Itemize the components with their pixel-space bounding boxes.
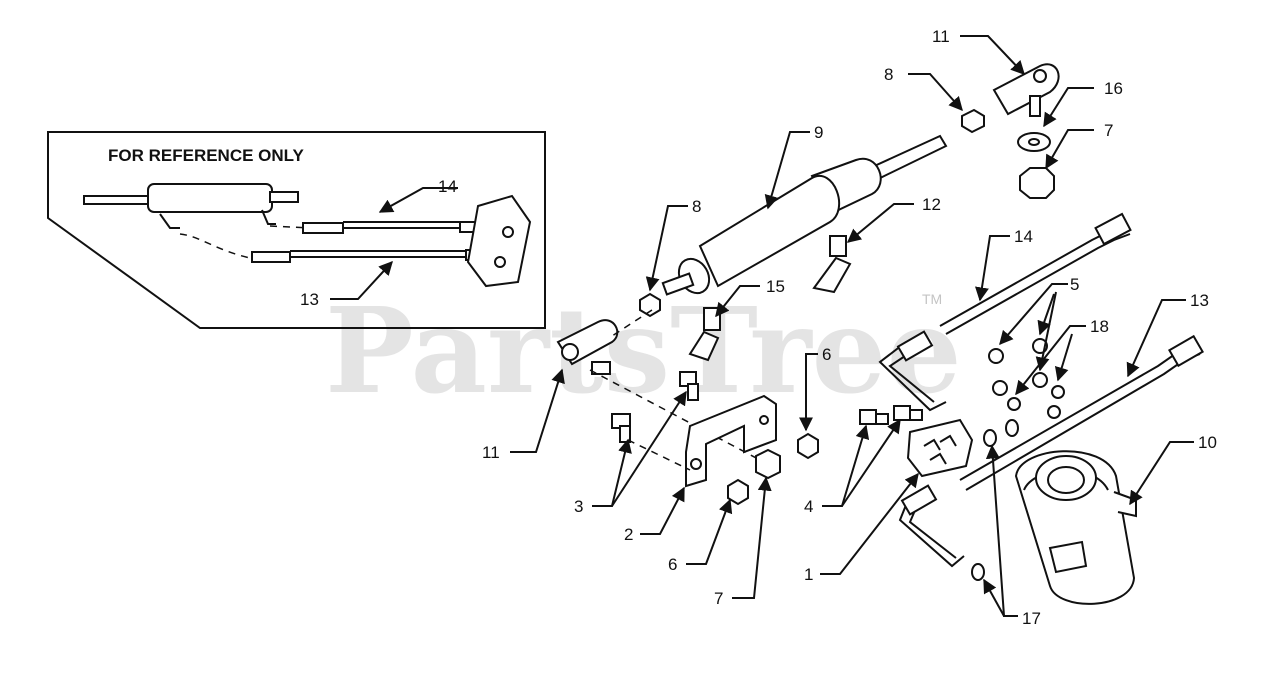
steering-valve [1014,450,1137,605]
callout-8-left: 8 [692,197,701,216]
nut-8-left [639,292,661,318]
callout-15: 15 [766,277,785,296]
fitting-5d [1032,372,1048,388]
callout-9: 9 [814,123,823,142]
inset-cylinder-end [269,191,299,203]
nut-6-right [797,432,819,460]
nut-7-upper [1019,167,1055,199]
callout-7-upper: 7 [1104,121,1113,140]
fitting-5c [992,380,1008,396]
inset-cylinder [147,183,273,213]
inset-cylinder-rod [83,195,155,205]
callout-11-left: 11 [482,443,500,462]
callout-11-upper: 11 [932,27,950,46]
callout-5: 5 [1070,275,1079,294]
nut-upper [961,108,985,134]
washer-18a [1007,397,1021,411]
reference-inset: FOR REFERENCE ONLY 14 13 [47,131,546,329]
callout-16: 16 [1104,79,1123,98]
nut-7-lower [755,448,781,480]
bracket [685,394,777,488]
inset-title: FOR REFERENCE ONLY [108,146,305,165]
hose-13 [898,334,1204,568]
inset-label-13: 13 [300,290,319,309]
nut-6-lower [727,478,749,506]
fitting-5a [988,348,1004,364]
hose-14 [878,212,1132,412]
mounting-plate [906,418,974,478]
callout-3: 3 [574,497,583,516]
callout-8-upper: 8 [884,65,893,84]
rod-end-upper [992,63,1060,116]
callout-6-lower: 6 [668,555,677,574]
inset-fitting-upper [302,222,344,234]
callout-13: 13 [1190,291,1209,310]
callout-10: 10 [1198,433,1217,452]
inset-fitting-lower [251,251,291,263]
callout-14: 14 [1014,227,1033,246]
callout-1: 1 [804,565,813,584]
fitting-15 [703,307,721,331]
washer-18b [1051,385,1065,399]
o-ring-17a [983,429,997,447]
inset-valve [466,194,532,288]
callout-18: 18 [1090,317,1109,336]
callout-7-lower: 7 [714,589,723,608]
fitting-12 [829,235,847,257]
watermark-trademark: TM [922,291,942,307]
callout-2: 2 [624,525,633,544]
callout-6-right: 6 [822,345,831,364]
callout-4: 4 [804,497,813,516]
callout-17: 17 [1022,609,1041,628]
callout-12: 12 [922,195,941,214]
hydraulic-cylinder [661,134,948,296]
bolt-4a [859,409,877,425]
callout-labels: 11 8 16 7 9 8 12 14 5 18 13 15 6 11 3 2 … [482,27,1217,628]
o-ring-17b [971,563,985,581]
inset-label-14: 14 [438,177,457,196]
bolt-4b [893,405,911,421]
leader-lines [510,35,1194,617]
